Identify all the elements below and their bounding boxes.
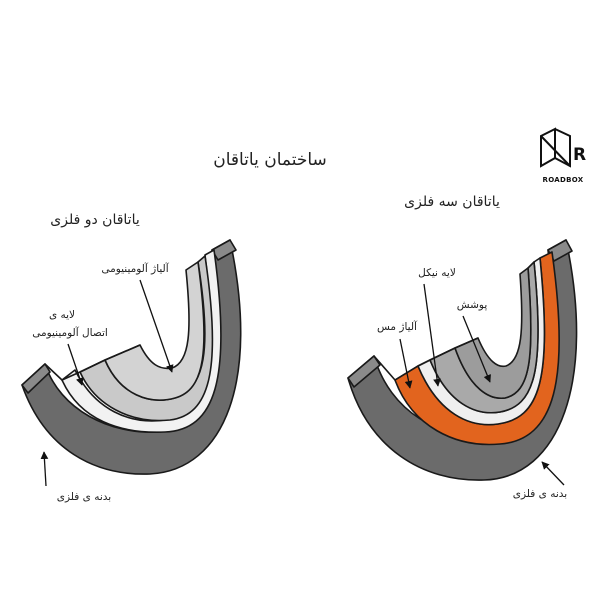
- bimetal-front-face: [44, 344, 141, 381]
- bimetal-body-end-right: [211, 239, 237, 261]
- trimetal-arrow-copper-alloy: [399, 338, 413, 389]
- trimetal-arrow-coating: [462, 315, 491, 383]
- page-title: ساختمان یاتاقان: [213, 150, 327, 170]
- roadbox-logo-letter: R: [573, 145, 586, 165]
- bimetal-heading: یاتاقان دو فلزی: [50, 212, 140, 228]
- trimetal-front-face: [373, 337, 479, 382]
- bimetal-label-bonding-layer-line1: لایه ی: [49, 309, 75, 321]
- bimetal-label-aluminum-alloy: آلیاژ آلومینیومی: [101, 262, 169, 275]
- bimetal-arrow-metal-body: [40, 451, 49, 487]
- trimetal-label-nickel-layer: لایه نیکل: [418, 267, 456, 279]
- trimetal-label-metal-body: بدنه ی فلزی: [513, 488, 567, 500]
- roadbox-logo-text: ROADBOX: [543, 176, 584, 184]
- trimetal-arrow-nickel-layer: [423, 283, 441, 387]
- trimetal-coating-bore: [454, 267, 532, 400]
- trimetal-label-coating: پوشش: [457, 299, 488, 311]
- bimetal-bearing: آلیاژ آلومینیومی لایه ی اتصال آلومینیومی…: [21, 239, 242, 503]
- trimetal-bearing: لایه نیکل پوشش آلیاژ مس بدنه ی فلزی: [347, 239, 578, 500]
- roadbox-logo: R ROADBOX: [540, 127, 586, 184]
- trimetal-body-end-left: [347, 355, 381, 388]
- trimetal-heading: یاتاقان سه فلزی: [404, 194, 500, 210]
- bimetal-arrow-aluminum-alloy: [139, 279, 174, 373]
- roadbox-logo-icon: R: [540, 127, 586, 168]
- bimetal-body-end-left: [21, 363, 51, 394]
- bimetal-label-metal-body: بدنه ی فلزی: [57, 491, 111, 503]
- bimetal-arrow-bonding-layer: [67, 343, 84, 386]
- trimetal-arrow-metal-body: [541, 461, 565, 486]
- bimetal-bonding-layer: [61, 249, 222, 433]
- trimetal-label-copper-alloy: آلیاژ مس: [377, 320, 418, 333]
- bimetal-label-bonding-layer-line2: اتصال آلومینیومی: [32, 326, 108, 339]
- bimetal-aluminum-bore: [104, 261, 205, 401]
